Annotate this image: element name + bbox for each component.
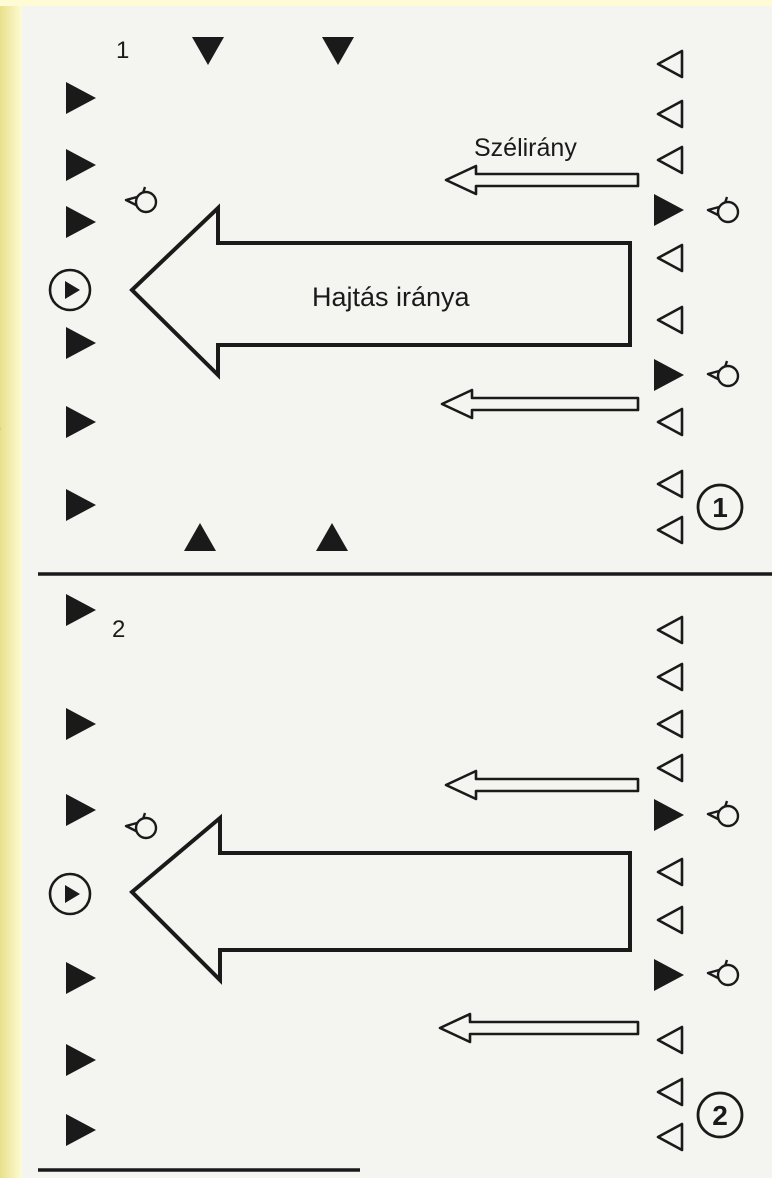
hunter-stand-icon [66,708,96,740]
beater-icon [656,753,684,783]
leader-icon [48,872,92,916]
panel-1: 1 Hajtás iránya Szélirány 1 [48,37,744,551]
hunter-stand-icon [654,799,684,831]
hunter-stand-icon [66,489,96,521]
hunter-stand-icon [654,359,684,391]
slide-top-border [0,0,772,6]
beater-icon [656,857,684,887]
wind-arrow [444,164,640,196]
diagram-paper [22,0,772,1178]
panel-number: 2 [112,616,125,643]
beater-icon [656,1122,684,1152]
beater-icon [656,1077,684,1107]
panel-2: 2 2 [48,594,744,1152]
beater-icon [656,1025,684,1055]
hunter-top-icon [322,37,354,65]
dog-icon [706,958,740,987]
dog-icon [124,185,158,214]
beater-icon [656,145,684,175]
slide-left-border [0,0,22,1178]
dog-icon [706,799,740,828]
hunter-stand-icon [66,82,96,114]
hunter-stand-icon [66,406,96,438]
wind-arrow [444,769,640,801]
wind-arrow [440,388,640,420]
edge-glyph: ) [0,395,14,455]
beater-icon [656,905,684,935]
wind-arrow [438,1012,640,1044]
dog-icon [706,195,740,224]
leader-icon [48,268,92,312]
hunter-stand-icon [66,962,96,994]
beater-icon [656,49,684,79]
wind-direction-label: Szélirány [474,134,577,162]
hunter-top-icon [192,37,224,65]
hunter-stand-icon [66,1114,96,1146]
hunter-stand-icon [66,327,96,359]
beater-icon [656,709,684,739]
beater-icon [656,407,684,437]
panel-badge-circle [696,1091,744,1139]
beater-icon [656,515,684,545]
drive-direction-label: Hajtás iránya [312,282,471,312]
hunter-stand-icon [66,206,96,238]
hunter-bottom-icon [316,523,348,551]
beater-icon [656,305,684,335]
beater-icon [656,615,684,645]
beater-icon [656,662,684,692]
hunter-stand-icon [66,149,96,181]
hunter-stand-icon [654,959,684,991]
panel-number: 1 [116,37,129,64]
beater-icon [656,469,684,499]
hunter-stand-icon [66,594,96,626]
dog-icon [706,359,740,388]
hunter-stand-icon [66,794,96,826]
hunter-bottom-icon [184,523,216,551]
panel-badge-number: 2 [712,1100,728,1131]
drive-direction-arrow [129,203,632,380]
panel-badge-number: 1 [712,492,728,523]
hunter-stand-icon [654,194,684,226]
drive-direction-arrow [129,813,632,985]
beater-icon [656,243,684,273]
hunter-stand-icon [66,1044,96,1076]
beater-icon [656,99,684,129]
panel-badge-circle [696,483,744,531]
dog-icon [124,811,158,840]
